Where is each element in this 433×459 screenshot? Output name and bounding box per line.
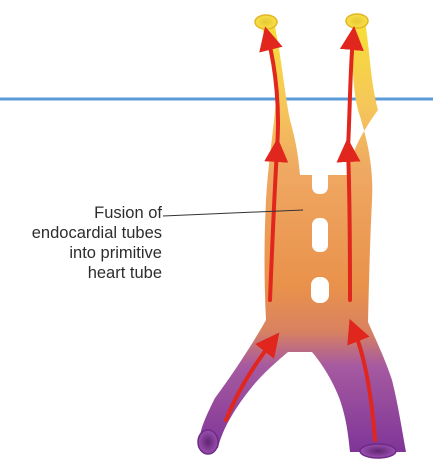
tube-opening-bottom-left — [198, 430, 218, 454]
tube-opening-bottom-right — [360, 444, 396, 458]
flow-arrow — [348, 38, 353, 148]
fusion-window — [311, 277, 329, 303]
tube-opening-right — [346, 14, 368, 28]
tube-opening-left — [255, 15, 277, 29]
caption-line-3: into primitive — [0, 243, 162, 263]
flow-arrow — [348, 150, 350, 300]
caption-line-2: endocardial tubes — [0, 223, 162, 243]
fusion-window — [312, 218, 328, 252]
caption-line-1: Fusion of — [0, 203, 162, 223]
heart-tube — [199, 20, 406, 452]
fusion-window — [312, 160, 328, 194]
caption-line-4: heart tube — [0, 263, 162, 283]
fusion-caption: Fusion of endocardial tubes into primiti… — [0, 203, 162, 283]
